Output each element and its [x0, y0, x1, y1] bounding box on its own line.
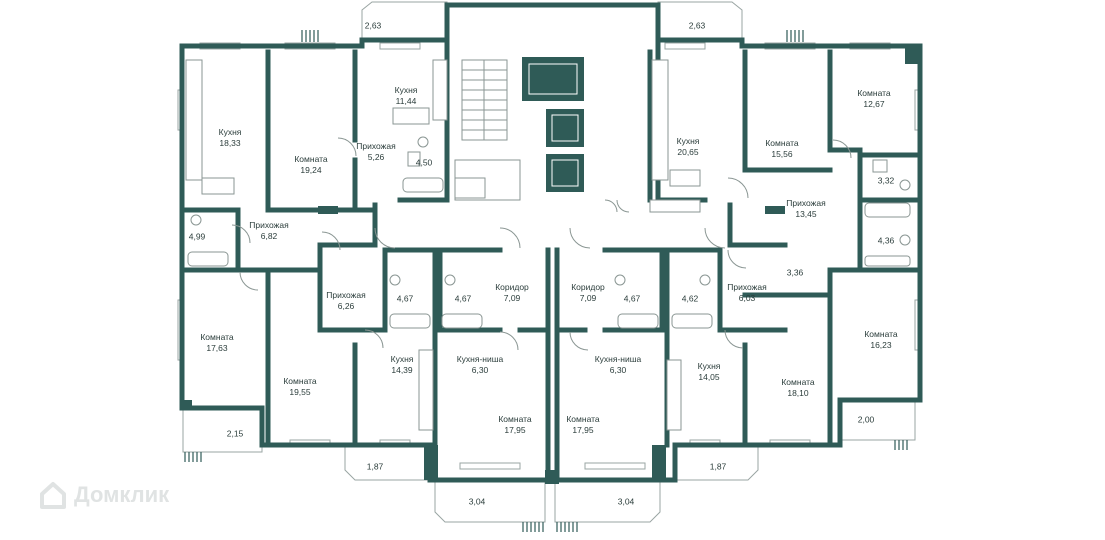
room-label-balcony-f: 1,87	[709, 461, 727, 472]
walls	[179, 2, 923, 483]
elevator-inner	[528, 63, 579, 187]
room-label-balcony-e: 3,04	[617, 496, 635, 507]
doors	[231, 137, 852, 351]
room-label-bath-g: 4,36	[877, 235, 895, 246]
kitchen-counters	[185, 59, 701, 431]
room-label-bath-b: 4,50	[415, 157, 433, 168]
bathroom-fixtures	[187, 136, 911, 329]
watermark: Домклик	[38, 480, 169, 510]
room-label-wc-g: 3,32	[877, 175, 895, 186]
room-label-bath-c: 4,67	[396, 293, 414, 304]
room-label-balcony-c: 1,87	[366, 461, 384, 472]
room-label-bath-d: 4,67	[454, 293, 472, 304]
room-label-storage-g: 3,36	[786, 267, 804, 278]
house-logo-icon	[40, 482, 66, 509]
room-label-bath-f: 4,62	[681, 293, 699, 304]
room-label-balcony-top-right: 2,63	[688, 20, 706, 31]
room-label-bath-a: 4,99	[188, 231, 206, 242]
balcony-steps	[184, 30, 908, 532]
room-label-bath-e: 4,67	[623, 293, 641, 304]
room-label-balcony-left: 2,15	[226, 428, 244, 439]
watermark-text: Домклик	[74, 482, 170, 507]
room-label-balcony-d: 3,04	[468, 496, 486, 507]
room-label-balcony-right: 2,00	[857, 414, 875, 425]
room-label-balcony-top-left: 2,63	[364, 20, 382, 31]
elevator-shafts	[522, 57, 584, 192]
columns	[182, 46, 920, 484]
